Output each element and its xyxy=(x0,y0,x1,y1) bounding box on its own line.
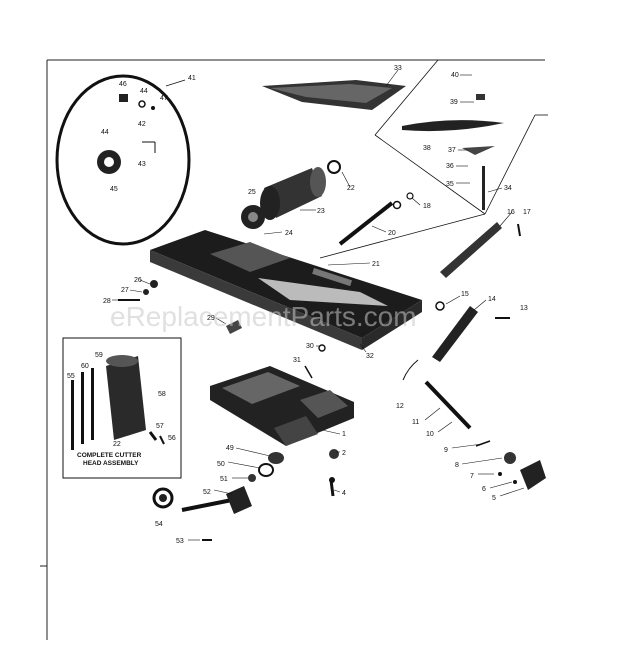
base-casting xyxy=(150,230,422,350)
callout-54: 54 xyxy=(155,521,163,528)
callout-16: 16 xyxy=(507,209,515,216)
callout-26: 26 xyxy=(134,277,142,284)
callout-28: 28 xyxy=(103,298,111,305)
callout-46: 46 xyxy=(119,81,127,88)
callout-13: 13 xyxy=(520,305,528,312)
callout-45: 45 xyxy=(110,186,118,193)
callout-15: 15 xyxy=(461,291,469,298)
callout-10: 10 xyxy=(426,431,434,438)
callout-44b: 44 xyxy=(101,129,109,136)
callout-12: 12 xyxy=(396,403,404,410)
knife-blade xyxy=(402,94,504,210)
rod-and-rings xyxy=(338,192,414,246)
leader-lines xyxy=(112,69,525,541)
callout-43: 43 xyxy=(138,161,146,168)
callout-22a: 22 xyxy=(347,185,355,192)
callout-20: 20 xyxy=(388,230,396,237)
callout-35: 35 xyxy=(446,181,454,188)
left-small-parts xyxy=(118,280,326,379)
callout-41: 41 xyxy=(188,75,196,82)
callout-36: 36 xyxy=(446,163,454,170)
callout-27: 27 xyxy=(121,287,129,294)
callout-51: 51 xyxy=(220,476,228,483)
fence-bar xyxy=(402,222,521,430)
callout-2: 2 xyxy=(342,450,346,457)
wheel-disc xyxy=(55,74,191,246)
callout-18: 18 xyxy=(423,203,431,210)
callout-22b: 22 xyxy=(113,441,121,448)
callout-32: 32 xyxy=(366,353,374,360)
callout-34a: 34 xyxy=(504,185,512,192)
callout-42: 42 xyxy=(138,121,146,128)
callout-5: 5 xyxy=(492,495,496,502)
callout-59: 59 xyxy=(95,352,103,359)
cutter-head-inset: COMPLETE CUTTER HEAD ASSEMBLY xyxy=(62,337,182,479)
callout-9: 9 xyxy=(444,447,448,454)
callout-14: 14 xyxy=(488,296,496,303)
bottom-parts xyxy=(152,449,339,541)
motor-cover xyxy=(262,80,406,110)
callout-50: 50 xyxy=(217,461,225,468)
callout-11: 11 xyxy=(412,419,419,426)
callout-30: 30 xyxy=(306,343,314,350)
callout-24: 24 xyxy=(285,230,293,237)
callout-39: 39 xyxy=(450,99,458,106)
callout-56: 56 xyxy=(168,435,176,442)
callout-23: 23 xyxy=(317,208,325,215)
callout-29: 29 xyxy=(207,315,215,322)
frame-lines xyxy=(40,59,545,640)
callout-25: 25 xyxy=(248,189,256,196)
inset-caption-line2: HEAD ASSEMBLY xyxy=(83,460,139,467)
callout-4: 4 xyxy=(342,490,346,497)
callout-38: 38 xyxy=(423,145,431,152)
callout-8: 8 xyxy=(455,462,459,469)
callout-60: 60 xyxy=(81,363,89,370)
callout-6: 6 xyxy=(482,486,486,493)
inset-caption-line1: COMPLETE CUTTER xyxy=(77,452,142,459)
right-hardware xyxy=(475,440,546,490)
callout-44a: 44 xyxy=(140,88,148,95)
callout-47: 47 xyxy=(160,95,168,102)
callout-58: 58 xyxy=(158,391,166,398)
callout-1: 1 xyxy=(342,431,346,438)
callout-17: 17 xyxy=(523,209,531,216)
callout-52: 52 xyxy=(203,489,211,496)
cutter-cylinder xyxy=(241,160,341,229)
callout-21: 21 xyxy=(372,261,380,268)
callout-labels: 41 46 44 47 42 44 43 45 33 40 39 38 37 3… xyxy=(67,65,531,545)
watermark: eReplacementParts.com xyxy=(110,301,417,332)
callout-31: 31 xyxy=(293,357,301,364)
callout-57: 57 xyxy=(156,423,164,430)
callout-53: 53 xyxy=(176,538,184,545)
callout-55: 55 xyxy=(67,373,75,380)
callout-40: 40 xyxy=(451,72,459,79)
callout-7: 7 xyxy=(470,473,474,480)
callout-33: 33 xyxy=(394,65,402,72)
blade-inset-lines xyxy=(319,59,548,259)
callout-37: 37 xyxy=(448,147,456,154)
planer-housing xyxy=(210,366,354,446)
callout-49: 49 xyxy=(226,445,234,452)
